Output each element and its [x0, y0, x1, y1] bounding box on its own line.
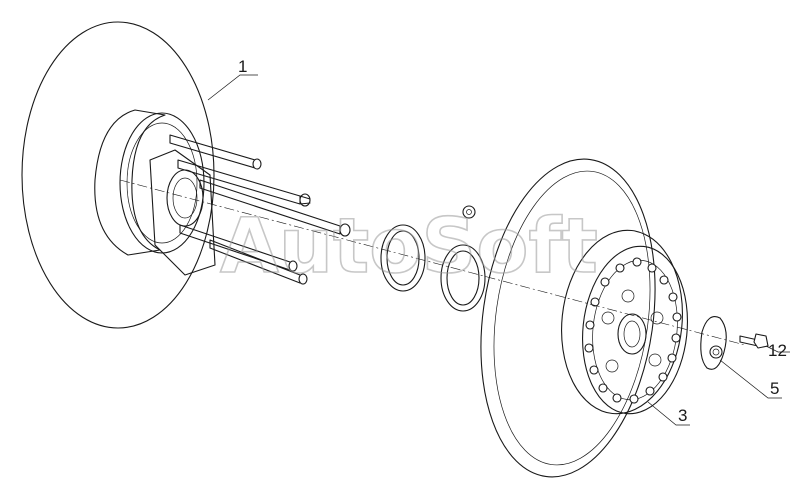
part-3-disc-assembly	[480, 158, 689, 478]
callout-5: 5	[770, 379, 779, 398]
callout-12: 12	[768, 341, 787, 360]
watermark-text: AutoSoft	[220, 201, 598, 290]
hub-studs	[169, 134, 351, 285]
hub-front-face	[119, 112, 205, 254]
ring-right-outer	[440, 244, 486, 312]
part-12-bolt	[739, 333, 769, 349]
part-1-disc-assembly	[21, 21, 351, 329]
hub-flange	[149, 149, 216, 276]
right-hub-face	[581, 245, 689, 415]
retaining-rings	[380, 224, 486, 312]
leader-lines	[207, 74, 790, 426]
callout-1: 1	[238, 57, 247, 76]
grease-fitting	[462, 205, 476, 219]
flange-bolts	[584, 257, 682, 404]
left-disc-rim	[21, 21, 215, 329]
callout-3: 3	[678, 406, 687, 425]
right-disc-rim	[480, 158, 656, 478]
hub-bore	[166, 169, 204, 227]
ring-left-outer	[380, 224, 426, 292]
right-hub-bore	[617, 313, 647, 355]
part-5-lock-plate	[700, 316, 727, 370]
